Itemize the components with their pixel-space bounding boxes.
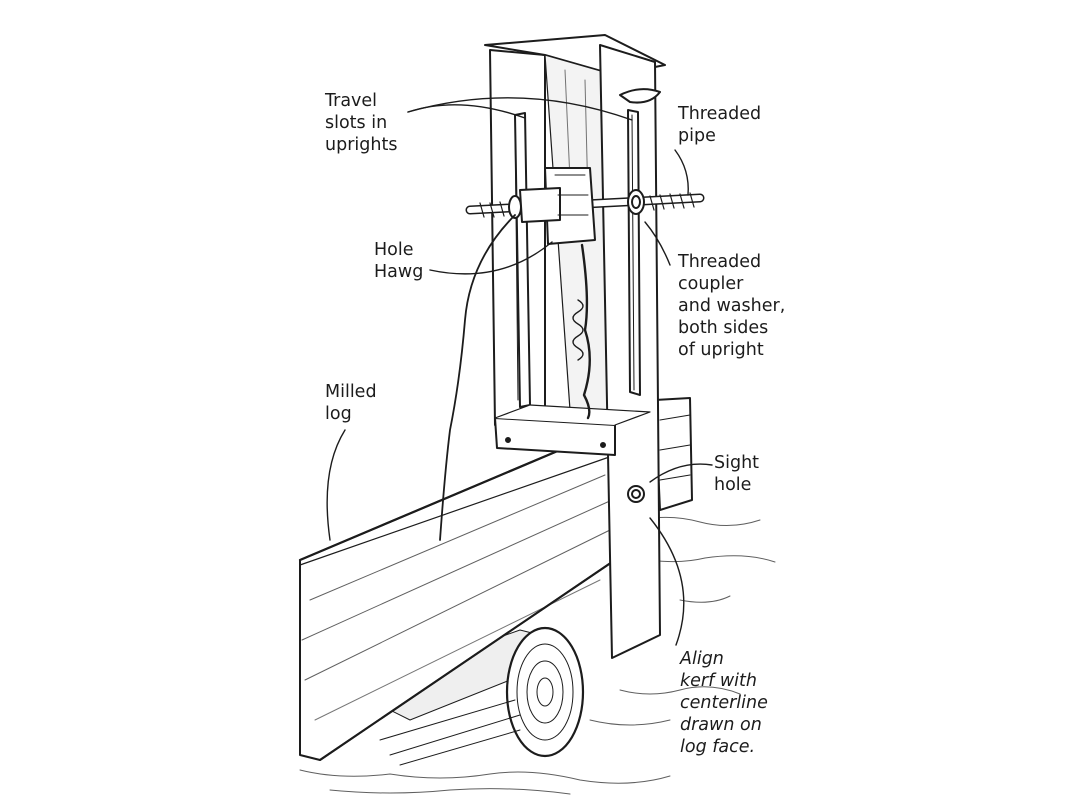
label-sight-hole: Sight hole (714, 453, 760, 495)
label-milled-log: Milled log (325, 382, 377, 424)
label-threaded-coupler: Threaded coupler and washer, both sides … (678, 252, 786, 360)
crossbar (494, 404, 651, 456)
label-hole-hawg: Hole Hawg (374, 240, 424, 282)
label-threaded-pipe: Threaded pipe (678, 104, 762, 146)
hole-hawg-drill (519, 167, 596, 420)
leader-lines (326, 97, 713, 646)
right-upright (599, 44, 661, 659)
label-align-kerf: Align kerf with centerline drawn on log … (680, 649, 768, 757)
label-travel-slots: Travel slots in uprights (325, 91, 398, 155)
frame-handle (619, 88, 661, 104)
back-block (654, 397, 693, 511)
drill-cord (439, 214, 516, 541)
left-upright (489, 49, 546, 426)
milled-log-beam (298, 448, 616, 761)
